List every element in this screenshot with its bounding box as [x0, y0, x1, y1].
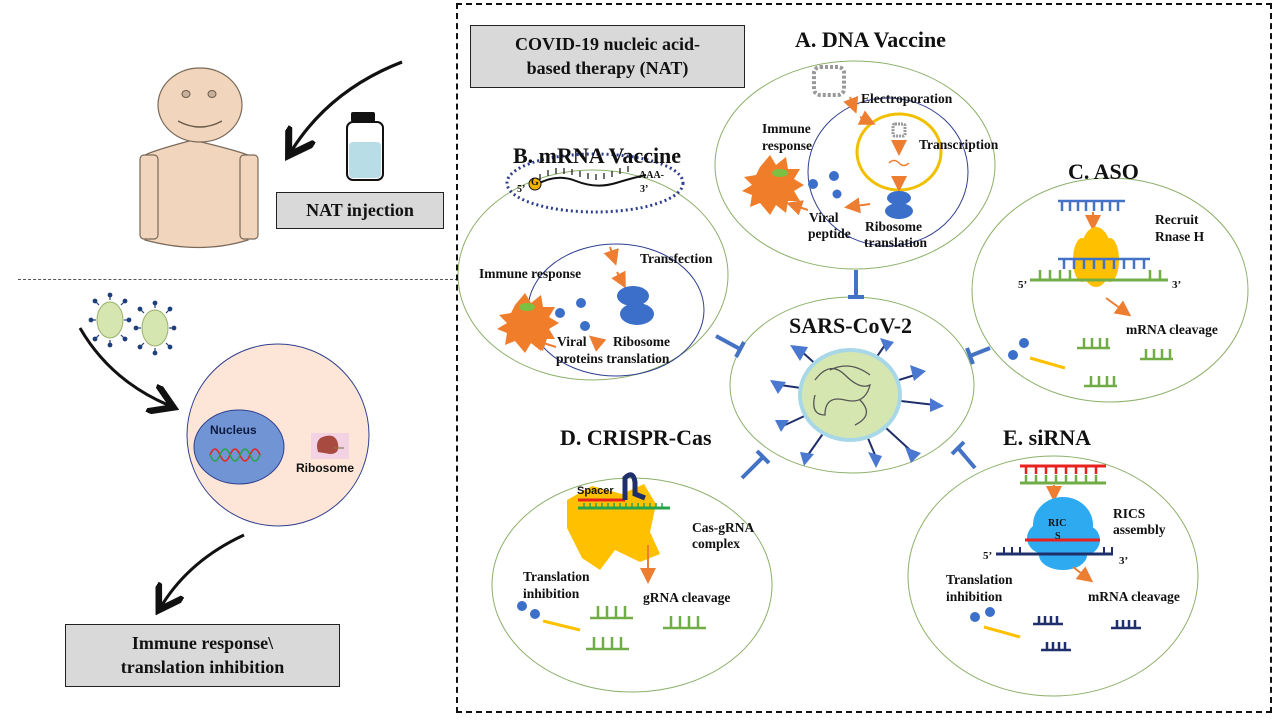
inhibit-connector-aso: [965, 346, 991, 365]
crispr-inhibition-label-1: Translation: [523, 569, 590, 584]
injection-arrow: [292, 60, 403, 150]
crispr-blocker: [542, 619, 581, 632]
infection-arrow: [78, 327, 168, 405]
dna-vaccine-circle: [714, 60, 996, 270]
dna-viral-label-2: peptide: [808, 226, 851, 241]
sirna-inhibition-label-1: Translation: [946, 572, 1013, 587]
transcription-label: Transcription: [919, 137, 999, 152]
rics-assembly-label-2: assembly: [1113, 522, 1166, 537]
aso-strand-free: [1058, 199, 1125, 211]
cas-complex-label-2: complex: [692, 536, 740, 551]
crispr-inhibition-label-2: inhibition: [523, 586, 580, 601]
sirna-inhibition-label-2: inhibition: [946, 589, 1003, 604]
sirna-five-prime: 5’: [983, 550, 993, 562]
ribosome-icon: [311, 433, 349, 459]
nat-injection-label: NAT injection: [306, 200, 414, 220]
sirna-fragments: [1033, 616, 1141, 652]
mrna-viral-label: Viral: [557, 334, 587, 349]
recruit-label-1: Recruit: [1155, 212, 1199, 227]
mrna-proteins-translation-label: proteins translation: [556, 351, 670, 366]
aso-circle: [971, 177, 1249, 403]
inhibit-connector-sirna: [950, 440, 977, 470]
mrna-polya-label-2: 3’: [640, 184, 649, 195]
grna-cleavage-label: gRNA cleavage: [643, 590, 731, 605]
nat-title-line1: COVID-19 nucleic acid-: [515, 34, 700, 55]
crispr-fragments: [586, 606, 706, 651]
nat-injection-box: NAT injection: [276, 192, 444, 229]
viral-peptide-dots-dna: [808, 171, 842, 199]
aso-blocker: [1029, 356, 1066, 370]
inhibit-connector-mrna: [715, 334, 746, 358]
vial-icon: [346, 112, 384, 181]
sirna-duplex: [1020, 464, 1106, 485]
left-panel-divider: [18, 279, 458, 280]
mrna-five-prime: 5’: [517, 184, 526, 195]
dna-vaccine-title: A. DNA Vaccine: [795, 27, 946, 52]
aso-five-prime: 5’: [1018, 279, 1028, 291]
dendritic-cell-mrna: [497, 293, 559, 353]
nat-title-box: COVID-19 nucleic acid- based therapy (NA…: [470, 25, 745, 88]
dna-ribosome-label-1: Ribosome: [865, 219, 922, 234]
dna-ribosome-label-2: translation: [864, 235, 928, 250]
outcome-box: Immune response\ translation inhibition: [65, 624, 340, 687]
outcome-arrow: [162, 533, 245, 605]
sirna-title: E. siRNA: [1003, 425, 1092, 450]
sars-cov-2-virus-icon: [770, 338, 944, 468]
lipid-nanoparticle: [505, 152, 685, 214]
ribosome-label: Ribosome: [296, 461, 355, 475]
viral-protein-dots-mrna: [555, 298, 590, 331]
virus-icon-small-1: [88, 292, 132, 348]
ribosome-mrna: [617, 286, 654, 325]
sirna-cleavage-label: mRNA cleavage: [1088, 589, 1180, 604]
person-figure: [139, 67, 259, 249]
dendritic-cell-dna: [742, 155, 804, 215]
ribosome-dna: [885, 191, 913, 219]
cas-complex-label-1: Cas-gRNA: [692, 520, 755, 535]
mrna-vaccine-circle: [457, 169, 729, 381]
aso-cleavage-label: mRNA cleavage: [1126, 322, 1218, 337]
sirna-blocker: [983, 625, 1021, 639]
sirna-three-prime: 3’: [1119, 555, 1129, 567]
ric-label-s: S: [1055, 531, 1061, 542]
dna-viral-label-1: Viral: [809, 210, 839, 225]
dna-helix-icon: [209, 448, 261, 462]
nat-panel-frame: [456, 3, 1272, 713]
sirna-circle: [907, 455, 1199, 697]
inhibition-connectors: [715, 270, 991, 480]
mrna-cap-label: G: [531, 177, 539, 188]
aso-title: C. ASO: [1068, 159, 1139, 184]
nat-title-line2: based therapy (NAT): [526, 57, 689, 78]
outcome-label-line2: translation inhibition: [120, 656, 285, 677]
mrna-immune-label: Immune response: [479, 266, 582, 281]
aso-three-prime: 3’: [1172, 279, 1182, 291]
crispr-cas-title: D. CRISPR-Cas: [560, 425, 712, 450]
recruit-label-2: Rnase H: [1155, 229, 1205, 244]
virus-icon-small-2: [133, 300, 177, 356]
dna-immune-label-2: response: [762, 138, 813, 153]
plasmid-icon: [812, 65, 846, 97]
inhibit-connector-dna: [848, 270, 864, 299]
ric-label: RIC: [1048, 518, 1067, 529]
outcome-label-line1: Immune response\: [131, 633, 274, 654]
mrna-ribosome-label: Ribosome: [613, 334, 670, 349]
nucleus: [193, 409, 285, 485]
sars-cov-2-title: SARS-CoV-2: [789, 313, 913, 338]
rics-assembly-label-1: RICS: [1113, 506, 1146, 521]
nucleus-label: Nucleus: [210, 423, 257, 437]
aso-fragments: [1077, 338, 1173, 388]
inhibit-connector-crispr: [740, 449, 771, 480]
dna-immune-label-1: Immune: [762, 121, 811, 136]
mrna-polya-label-1: AAA-: [639, 170, 664, 181]
electroporation-label: Electroporation: [861, 91, 953, 106]
transfection-label: Transfection: [640, 251, 713, 266]
mrna-vaccine-title: B. mRNA Vaccine: [513, 143, 682, 168]
spacer-label: Spacer: [577, 485, 614, 497]
rnase-h-blob: [1073, 227, 1119, 287]
dna-cell-membrane: [807, 97, 969, 247]
